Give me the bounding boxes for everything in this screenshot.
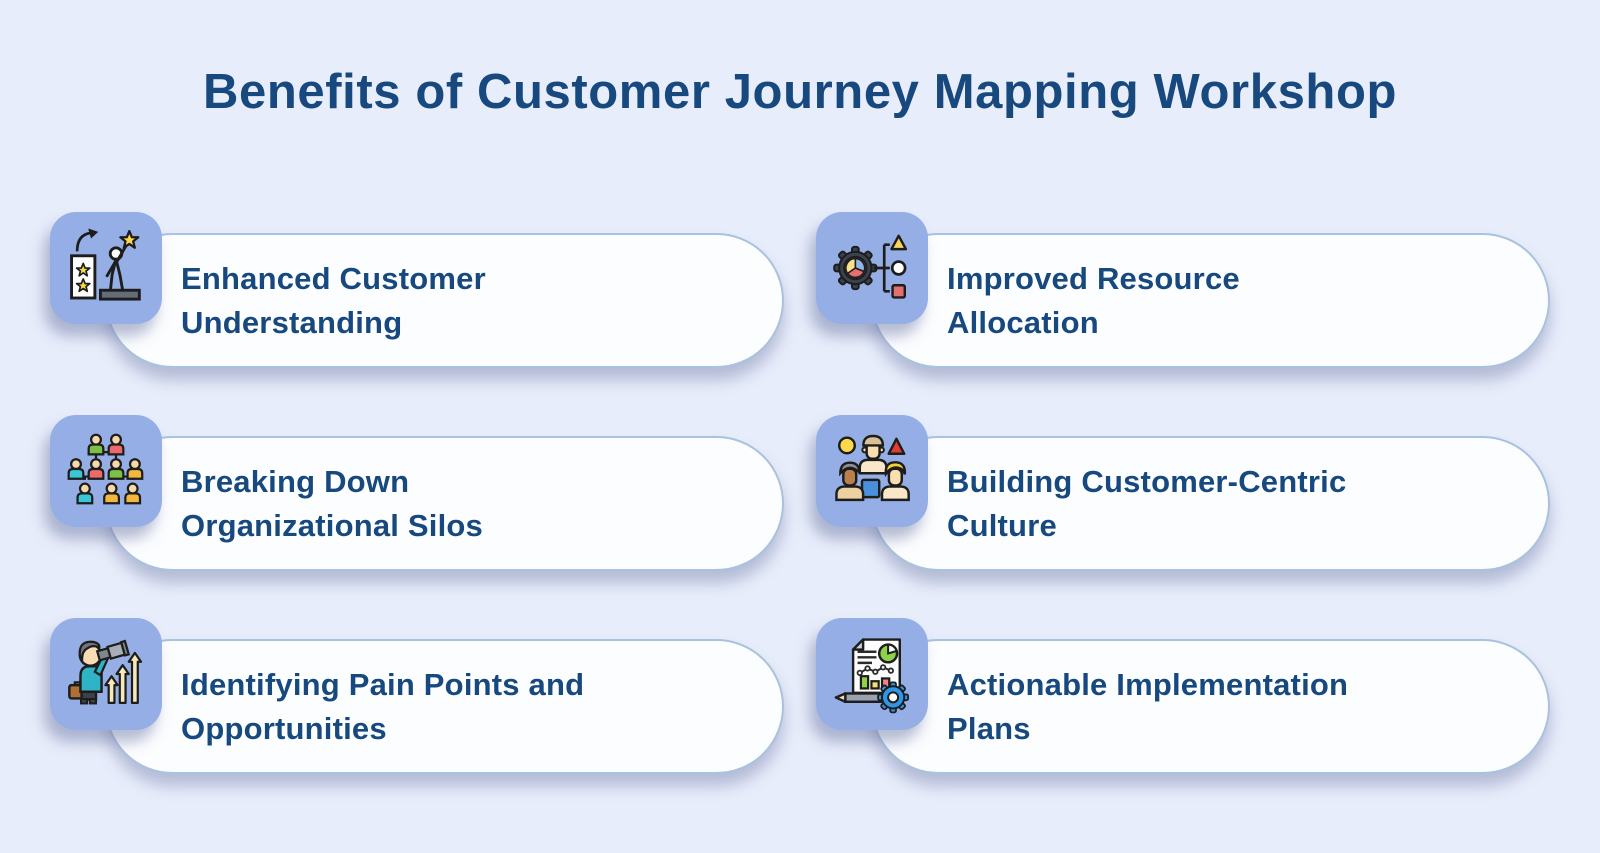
achievement-icon [70, 228, 141, 301]
resource-allocation-icon [833, 234, 908, 299]
benefit-pill: Actionable Implementation Plans [871, 639, 1550, 774]
benefit-pill: Enhanced Customer Understanding [105, 233, 784, 368]
icon-tile [816, 618, 928, 730]
benefit-pill: Breaking Down Organizational Silos [105, 436, 784, 571]
icon-tile [50, 415, 162, 527]
benefit-label: Building Customer-Centric Culture [947, 464, 1347, 543]
benefit-pill: Building Customer-Centric Culture [871, 436, 1550, 571]
benefit-card-breaking-down-silos: Breaking Down Organizational Silos [50, 415, 784, 571]
benefit-pill: Improved Resource Allocation [871, 233, 1550, 368]
page-title: Benefits of Customer Journey Mapping Wor… [202, 65, 1398, 119]
benefit-label: Enhanced Customer Understanding [181, 261, 486, 340]
benefit-label: Identifying Pain Points and Opportunitie… [181, 667, 585, 746]
icon-tile [50, 618, 162, 730]
people-group-icon [835, 434, 910, 502]
benefit-label: Actionable Implementation Plans [947, 667, 1349, 746]
benefits-grid: Enhanced Customer Understanding [50, 212, 1550, 774]
icon-tile [816, 415, 928, 527]
benefit-card-pain-points-opportunities: Identifying Pain Points and Opportunitie… [50, 618, 784, 774]
benefit-card-implementation-plans: Actionable Implementation Plans [816, 618, 1550, 774]
org-chart-icon [67, 433, 144, 505]
benefit-label: Breaking Down Organizational Silos [181, 464, 483, 543]
icon-tile [816, 212, 928, 324]
benefit-pill: Identifying Pain Points and Opportunitie… [105, 639, 784, 774]
implementation-plan-icon [834, 638, 909, 714]
benefit-card-enhanced-customer-understanding: Enhanced Customer Understanding [50, 212, 784, 368]
binoculars-person-icon [68, 639, 143, 705]
icon-tile [50, 212, 162, 324]
benefit-card-improved-resource-allocation: Improved Resource Allocation [816, 212, 1550, 368]
benefit-card-customer-centric-culture: Building Customer-Centric Culture [816, 415, 1550, 571]
benefit-label: Improved Resource Allocation [947, 261, 1240, 340]
